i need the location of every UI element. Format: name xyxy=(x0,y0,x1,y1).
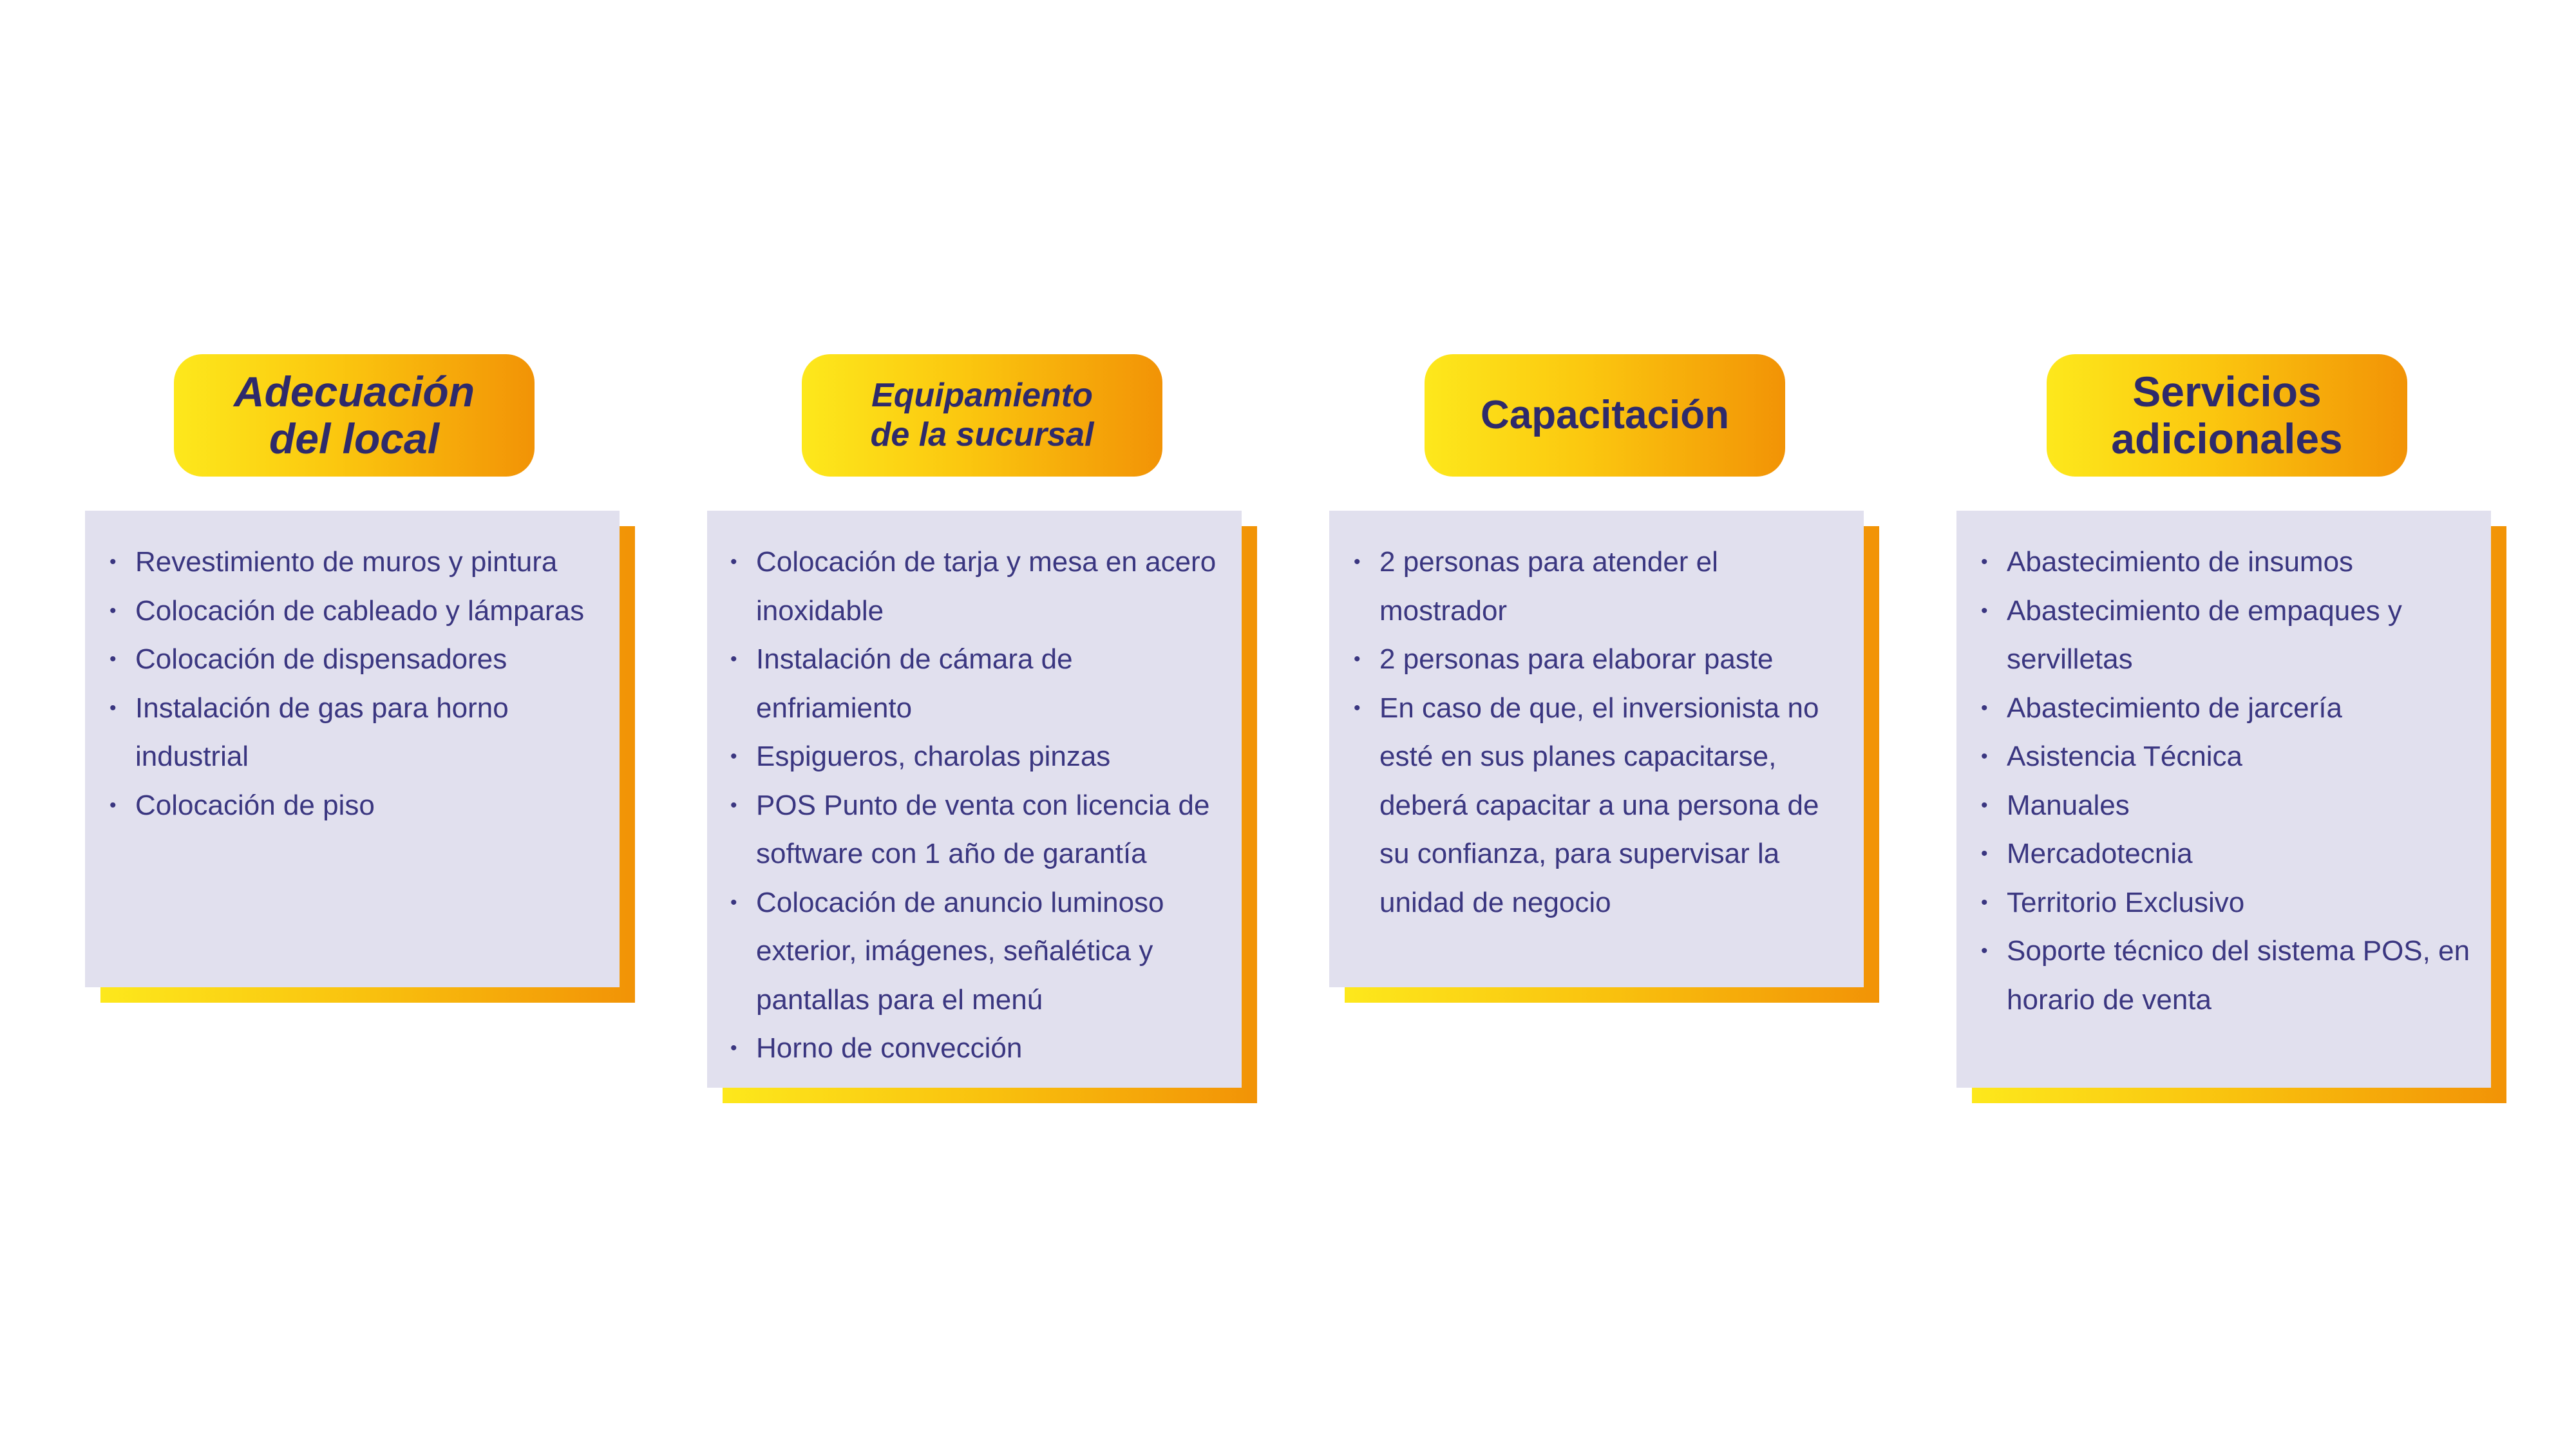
bullet-icon: • xyxy=(109,551,117,573)
bullet-icon: • xyxy=(730,551,737,573)
title-line: Equipamiento xyxy=(871,376,1093,414)
list-item: •Asistencia Técnica xyxy=(1981,732,2472,781)
title-line: de la sucursal xyxy=(870,416,1094,453)
bullet-icon: • xyxy=(1354,649,1361,670)
bullet-icon: • xyxy=(1981,891,1988,913)
list-item: •Instalación de gas para horno industria… xyxy=(109,684,594,781)
bullet-icon: • xyxy=(730,746,737,767)
bullet-icon: • xyxy=(1981,843,1988,864)
item-list: •Colocación de tarja y mesa en acero ino… xyxy=(730,538,1222,1073)
list-item: •Revestimiento de muros y pintura xyxy=(109,538,594,587)
card-adecuacion-del-local: •Revestimiento de muros y pintura •Coloc… xyxy=(85,511,620,987)
bullet-icon: • xyxy=(1981,697,1988,719)
bullet-icon: • xyxy=(730,1037,737,1059)
list-item: •Horno de convección xyxy=(730,1024,1222,1073)
bullet-icon: • xyxy=(109,697,117,719)
list-item: •Mercadotecnia xyxy=(1981,829,2472,878)
title-adecuacion-del-local: Adecuación del local xyxy=(174,354,535,477)
list-item: •Manuales xyxy=(1981,781,2472,830)
card-capacitacion: •2 personas para atender el mostrador •2… xyxy=(1329,511,1864,987)
list-item: •En caso de que, el inversionista no est… xyxy=(1354,684,1825,927)
item-list: •Revestimiento de muros y pintura •Coloc… xyxy=(109,538,594,829)
title-line: Capacitación xyxy=(1481,392,1729,437)
item-list: •2 personas para atender el mostrador •2… xyxy=(1354,538,1825,927)
title-line: del local xyxy=(269,415,440,462)
list-item: •Abastecimiento de jarcería xyxy=(1981,684,2472,733)
title-servicios-adicionales: Servicios adicionales xyxy=(2047,354,2407,477)
bullet-icon: • xyxy=(109,794,117,816)
title-line: Servicios xyxy=(2132,368,2322,416)
item-list: •Abastecimiento de insumos •Abastecimien… xyxy=(1981,538,2472,1024)
bullet-icon: • xyxy=(1981,746,1988,767)
list-item: •Soporte técnico del sistema POS, en hor… xyxy=(1981,927,2472,1024)
title-equipamiento-de-la-sucursal: Equipamiento de la sucursal xyxy=(802,354,1162,477)
list-item: •2 personas para atender el mostrador xyxy=(1354,538,1825,635)
list-item: •Instalación de cámara de enfriamiento xyxy=(730,635,1222,732)
list-item: •Colocación de piso xyxy=(109,781,594,830)
list-item: •POS Punto de venta con licencia de soft… xyxy=(730,781,1222,878)
bullet-icon: • xyxy=(1981,551,1988,573)
list-item: •Espigueros, charolas pinzas xyxy=(730,732,1222,781)
bullet-icon: • xyxy=(109,649,117,670)
title-line: Adecuación xyxy=(233,368,475,416)
list-item: •Colocación de dispensadores xyxy=(109,635,594,684)
bullet-icon: • xyxy=(730,891,737,913)
bullet-icon: • xyxy=(730,794,737,816)
title-capacitacion: Capacitación xyxy=(1425,354,1785,477)
list-item: •Colocación de anuncio luminoso exterior… xyxy=(730,878,1222,1025)
card-equipamiento-de-la-sucursal: •Colocación de tarja y mesa en acero ino… xyxy=(707,511,1242,1088)
bullet-icon: • xyxy=(1354,551,1361,573)
bullet-icon: • xyxy=(109,600,117,621)
bullet-icon: • xyxy=(1981,940,1988,961)
bullet-icon: • xyxy=(1354,697,1361,719)
list-item: •Colocación de cableado y lámparas xyxy=(109,587,594,636)
bullet-icon: • xyxy=(730,649,737,670)
list-item: •Territorio Exclusivo xyxy=(1981,878,2472,927)
bullet-icon: • xyxy=(1981,600,1988,621)
card-servicios-adicionales: •Abastecimiento de insumos •Abastecimien… xyxy=(1956,511,2491,1088)
list-item: •Abastecimiento de empaques y servilleta… xyxy=(1981,587,2472,684)
list-item: •Colocación de tarja y mesa en acero ino… xyxy=(730,538,1222,635)
bullet-icon: • xyxy=(1981,794,1988,816)
list-item: •2 personas para elaborar paste xyxy=(1354,635,1825,684)
list-item: •Abastecimiento de insumos xyxy=(1981,538,2472,587)
title-line: adicionales xyxy=(2111,415,2343,462)
